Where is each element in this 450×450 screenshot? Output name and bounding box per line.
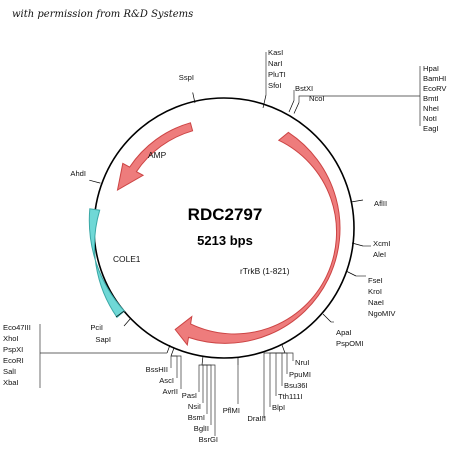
nrui-f2 [285,352,288,374]
site-eagi[interactable]: EagI [423,124,439,133]
pasi-tick [201,355,204,366]
eco47iii-tick [166,344,171,354]
apai-tick [322,313,332,323]
trkb-feature-arrow[interactable] [174,131,341,347]
plasmid-size: 5213 bps [197,233,253,248]
fsei-tick [345,270,357,277]
pasi-f5 [202,364,216,436]
site-bamhi[interactable]: BamHI [423,74,446,83]
site-sspi[interactable]: SspI [179,73,194,82]
site-hpai[interactable]: HpaI [423,64,439,73]
pcii-tick [115,310,125,318]
site-ncoi[interactable]: NcoI [309,94,325,103]
site-xbai[interactable]: XbaI [3,378,19,387]
site-kroi[interactable]: KroI [368,287,382,296]
site-pspxi[interactable]: PspXI [3,345,23,354]
site-nari[interactable]: NarI [268,59,282,68]
site-ecorv[interactable]: EcoRV [423,84,447,93]
pasi-f2 [202,364,204,403]
plasmid-name: RDC2797 [188,205,263,224]
trkb-label: rTrkB (1-821) [240,266,290,276]
aflii-tick [350,199,364,203]
site-ngomiv[interactable]: NgoMIV [368,309,396,318]
site-ahdi[interactable]: AhdI [70,169,86,178]
site-apai[interactable]: ApaI [336,328,352,337]
site-sapi[interactable]: SapI [95,335,111,344]
nrui-tick [281,344,286,354]
site-bglii[interactable]: BglII [194,424,209,433]
site-pasi[interactable]: PasI [182,391,197,400]
ahdi-tick [89,179,101,184]
site-nsii[interactable]: NsiI [188,402,201,411]
site-ecori[interactable]: EcoRI [3,356,24,365]
bsshii-f2 [171,355,178,378]
site-nhei[interactable]: NheI [423,104,439,113]
site-eco47iii[interactable]: Eco47III [3,323,31,332]
sspi-tick [192,92,196,104]
site-nrui[interactable]: NruI [295,358,309,367]
site-bmti[interactable]: BmtI [423,94,439,103]
bsshii-f3 [171,355,182,389]
site-alei[interactable]: AleI [373,250,386,259]
mcs-tick [293,102,300,114]
site-blpi[interactable]: BlpI [272,403,285,412]
site-ppumi[interactable]: PpuMI [289,370,311,379]
site-pflmi[interactable]: PflMI [223,406,240,415]
plasmid-backbone [93,97,355,359]
credit-text: with permission from R&D Systems [12,9,194,20]
site-pluti[interactable]: PluTI [268,70,286,79]
site-aflii[interactable]: AflII [374,199,387,208]
nrui-f6 [263,352,285,418]
site-xcmi[interactable]: XcmI [373,239,390,248]
site-sfoi[interactable]: SfoI [268,81,282,90]
site-bsrgi[interactable]: BsrGI [199,435,218,444]
site-naei[interactable]: NaeI [368,298,384,307]
site-xhoi[interactable]: XhoI [3,334,19,343]
site-bstxi[interactable]: BstXI [295,84,313,93]
site-fsei[interactable]: FseI [368,276,383,285]
site-pspomi[interactable]: PspOMI [336,339,363,348]
cole1-label: COLE1 [113,254,141,264]
site-sali[interactable]: SalI [3,367,16,376]
sapi-tick [123,317,132,327]
site-draiii[interactable]: DraIII [247,414,266,423]
site-asci[interactable]: AscI [159,376,174,385]
site-pcii[interactable]: PciI [90,323,103,332]
site-tth111i[interactable]: Tth111I [278,392,303,401]
site-bsu36i[interactable]: Bsu36I [284,381,308,390]
site-noti[interactable]: NotI [423,114,437,123]
amp-feature-arrow[interactable] [116,122,194,191]
cole1-feature[interactable] [88,208,126,319]
amp-label: AMP [148,150,167,160]
site-kasi[interactable]: KasI [268,48,283,57]
site-bsmi[interactable]: BsmI [188,413,205,422]
pasi-f1 [198,364,202,392]
kasi-tick [262,94,267,108]
site-avrii[interactable]: AvrII [163,387,178,396]
mcs-leader [298,95,420,103]
bsshii-tick [170,347,175,357]
site-bsshii[interactable]: BssHII [146,365,168,374]
xcmi-tick [351,242,364,247]
bstxi-tick [288,100,295,113]
nrui-f1 [285,352,294,361]
